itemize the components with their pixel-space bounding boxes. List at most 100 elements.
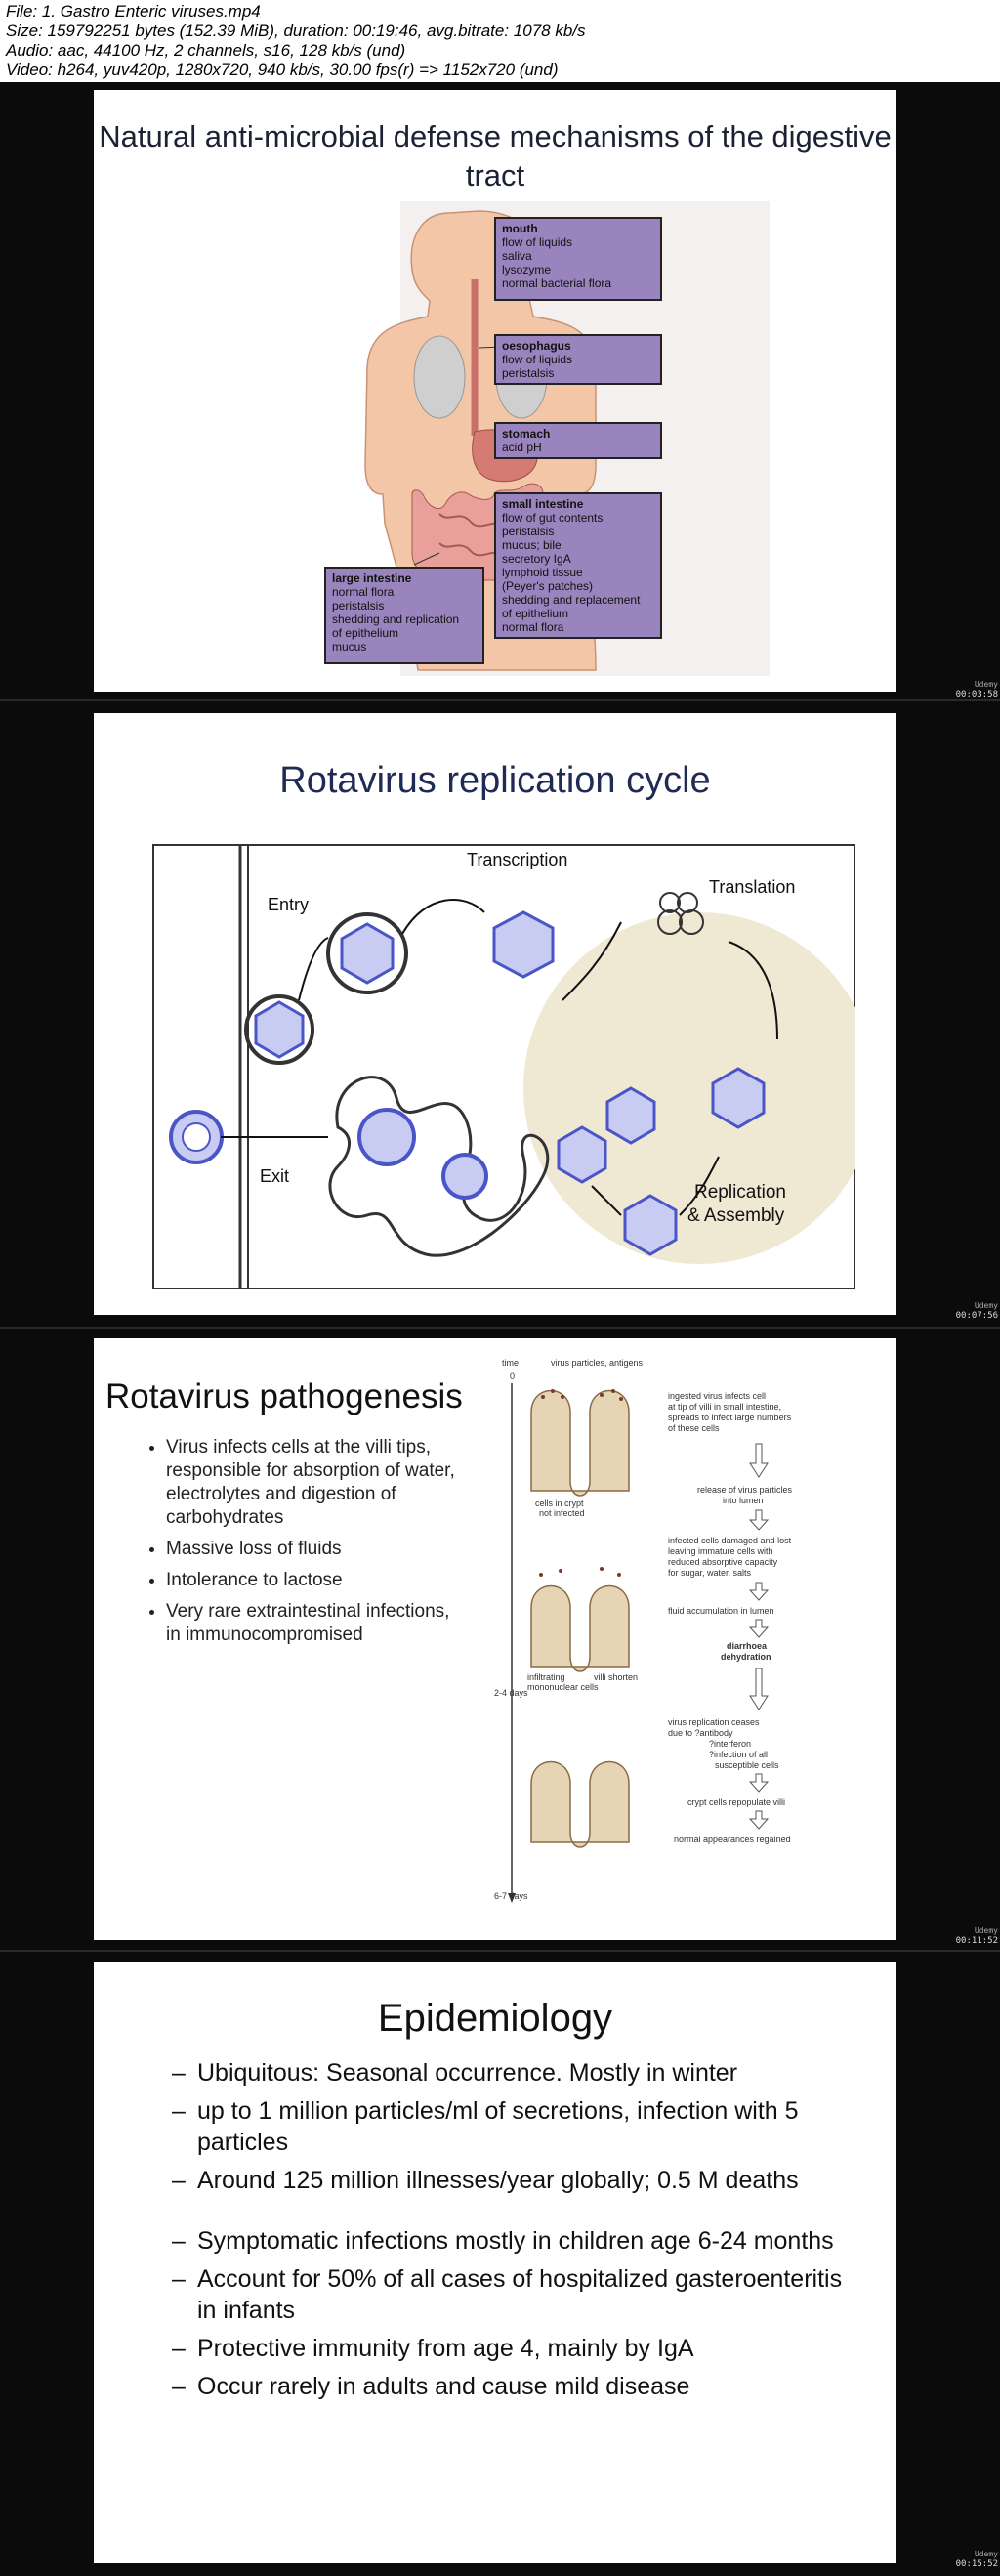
small-intestine-item: normal flora bbox=[502, 620, 564, 634]
time-0: 0 bbox=[510, 1372, 515, 1381]
slide-title: Rotavirus replication cycle bbox=[279, 760, 711, 801]
step-text: spreads to infect large numbers bbox=[668, 1413, 792, 1422]
video-info-header: File: 1. Gastro Enteric viruses.mp4 Size… bbox=[0, 0, 1000, 82]
frame-divider bbox=[0, 1950, 1000, 1952]
large-intestine-item: of epithelium bbox=[332, 626, 399, 640]
mouth-item: normal bacterial flora bbox=[502, 276, 612, 290]
step-text: for sugar, water, salts bbox=[668, 1568, 752, 1578]
step-text: diarrhoea bbox=[727, 1641, 768, 1651]
slide-replication-cycle: Rotavirus replication cycle bbox=[94, 713, 896, 1315]
frame-1: Natural anti-microbial defense mechanism… bbox=[0, 82, 1000, 699]
timestamp-text: 00:07:56 bbox=[955, 1311, 998, 1321]
step-text: virus replication ceases bbox=[668, 1717, 760, 1727]
frame-divider bbox=[0, 699, 1000, 701]
step-text: of these cells bbox=[668, 1423, 720, 1433]
udemy-logo: Udemy bbox=[974, 1301, 998, 1310]
frame-3: Rotavirus pathogenesis Virus infects cel… bbox=[0, 1329, 1000, 1950]
virion-transcription bbox=[492, 910, 555, 979]
small-intestine-item: flow of gut contents bbox=[502, 511, 604, 525]
not-infected-label: not infected bbox=[539, 1508, 585, 1518]
slide-title: Natural anti-microbial defense mechanism… bbox=[99, 119, 892, 192]
label-entry: Entry bbox=[268, 895, 309, 914]
label-replication: Replication bbox=[694, 1182, 786, 1203]
cells-crypt-label: cells in crypt bbox=[535, 1499, 584, 1508]
slide-pathogenesis: Rotavirus pathogenesis Virus infects cel… bbox=[94, 1338, 896, 1940]
frame-timestamp: Udemy 00:11:52 bbox=[956, 1926, 998, 1946]
bullet-item: Protective immunity from age 4, mainly b… bbox=[172, 2333, 855, 2364]
step-text: susceptible cells bbox=[715, 1760, 779, 1770]
virion-entry bbox=[340, 922, 395, 985]
video-line: Video: h264, yuv420p, 1280x720, 940 kb/s… bbox=[6, 61, 559, 79]
bullet-item: Symptomatic infections mostly in childre… bbox=[172, 2225, 855, 2257]
stomach-heading: stomach bbox=[502, 427, 551, 441]
step-text: ?infection of all bbox=[709, 1750, 768, 1759]
bullet-item: Occur rarely in adults and cause mild di… bbox=[172, 2371, 855, 2402]
time-6-7: 6-7 days bbox=[494, 1891, 528, 1901]
slide-epidemiology: Epidemiology Ubiquitous: Seasonal occurr… bbox=[94, 1962, 896, 2563]
step-text: dehydration bbox=[721, 1652, 771, 1662]
frame-timestamp: Udemy 00:03:58 bbox=[956, 680, 998, 699]
frame-timestamp: Udemy 00:07:56 bbox=[956, 1301, 998, 1321]
mouth-heading: mouth bbox=[502, 222, 538, 235]
oesophagus-item: flow of liquids bbox=[502, 353, 573, 366]
label-translation: Translation bbox=[709, 877, 795, 897]
large-intestine-item: normal flora bbox=[332, 585, 395, 599]
time-2-4: 2-4 days bbox=[494, 1688, 528, 1698]
large-intestine-item: mucus bbox=[332, 640, 367, 654]
step-text: normal appearances regained bbox=[674, 1835, 791, 1844]
slide-title: Rotavirus pathogenesis bbox=[105, 1377, 463, 1415]
step-text: at tip of villi in small intestine, bbox=[668, 1402, 781, 1412]
audio-line: Audio: aac, 44100 Hz, 2 channels, s16, 1… bbox=[6, 41, 406, 60]
bullet-item: Account for 50% of all cases of hospital… bbox=[172, 2263, 855, 2326]
slide-title: Epidemiology bbox=[377, 1997, 613, 2040]
oesophagus-heading: oesophagus bbox=[502, 339, 571, 353]
bullet-item: up to 1 million particles/ml of secretio… bbox=[172, 2095, 855, 2158]
stomach-item: acid pH bbox=[502, 441, 542, 454]
large-intestine-item: peristalsis bbox=[332, 599, 385, 612]
large-intestine-heading: large intestine bbox=[332, 571, 412, 585]
bullet-item: Virus infects cells at the villi tips, r… bbox=[166, 1436, 459, 1530]
epidemiology-bullets: Ubiquitous: Seasonal occurrence. Mostly … bbox=[172, 2057, 855, 2409]
step-text: fluid accumulation in lumen bbox=[668, 1606, 774, 1616]
step-text: infected cells damaged and lost bbox=[668, 1536, 792, 1545]
bullet-item: Intolerance to lactose bbox=[166, 1569, 459, 1592]
small-intestine-item: mucus; bile bbox=[502, 538, 562, 552]
pathogenesis-figure: time 0 2-4 days 6-7 days virus particles… bbox=[494, 1358, 793, 1903]
mouth-box: mouth flow of liquids saliva lysozyme no… bbox=[494, 217, 662, 301]
udemy-logo: Udemy bbox=[974, 680, 998, 689]
small-intestine-item: (Peyer's patches) bbox=[502, 579, 593, 593]
bullet-item: Massive loss of fluids bbox=[166, 1538, 459, 1561]
small-intestine-item: secretory IgA bbox=[502, 552, 571, 566]
frame-timestamp: Udemy 00:15:52 bbox=[956, 2550, 998, 2569]
udemy-logo: Udemy bbox=[974, 2550, 998, 2558]
label-transcription: Transcription bbox=[467, 850, 567, 869]
large-intestine-box: large intestine normal flora peristalsis… bbox=[324, 567, 484, 664]
mouth-item: saliva bbox=[502, 249, 532, 263]
frame-4: Epidemiology Ubiquitous: Seasonal occurr… bbox=[0, 1952, 1000, 2576]
step-text: release of virus particles bbox=[697, 1485, 793, 1495]
udemy-logo: Udemy bbox=[974, 1926, 998, 1935]
timestamp-text: 00:11:52 bbox=[955, 1936, 998, 1946]
frame-divider bbox=[0, 1327, 1000, 1329]
infiltrating-label: infiltrating bbox=[527, 1672, 565, 1682]
step-text: ?interferon bbox=[709, 1739, 751, 1749]
small-intestine-item: shedding and replacement bbox=[502, 593, 641, 607]
bullet-item: Very rare extraintestinal infections, in… bbox=[166, 1600, 459, 1647]
step-text: crypt cells repopulate villi bbox=[688, 1797, 785, 1807]
virion-attach bbox=[254, 1000, 305, 1059]
step-text: ingested virus infects cell bbox=[668, 1391, 766, 1401]
replication-diagram: Transcription Translation Entry Exit Rep… bbox=[152, 844, 855, 1289]
pathogenesis-bullets: Virus infects cells at the villi tips, r… bbox=[133, 1436, 459, 1655]
step-text: leaving immature cells with bbox=[668, 1546, 773, 1556]
small-intestine-item: peristalsis bbox=[502, 525, 555, 538]
bullet-item: Around 125 million illnesses/year global… bbox=[172, 2165, 855, 2196]
oesophagus-box: oesophagus flow of liquids peristalsis bbox=[494, 334, 662, 385]
villi-shorten-label: villi shorten bbox=[594, 1672, 638, 1682]
frame-2: Rotavirus replication cycle bbox=[0, 701, 1000, 1327]
size-line: Size: 159792251 bytes (152.39 MiB), dura… bbox=[6, 21, 586, 40]
small-intestine-item: of epithelium bbox=[502, 607, 569, 620]
step-text: due to ?antibody bbox=[668, 1728, 733, 1738]
stomach-box: stomach acid pH bbox=[494, 422, 662, 459]
label-assembly: & Assembly bbox=[688, 1205, 785, 1226]
file-line: File: 1. Gastro Enteric viruses.mp4 bbox=[6, 2, 261, 21]
